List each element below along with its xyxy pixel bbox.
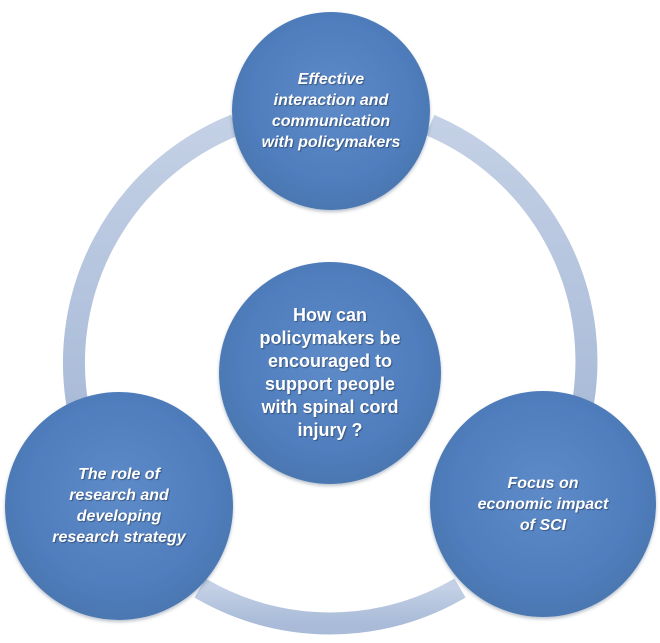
ring-arc-left <box>62 114 240 421</box>
node-top-label: Effective interaction and communication … <box>261 71 401 151</box>
node-economic-impact: Focus on economic impact of SCI <box>430 391 656 617</box>
node-research-strategy: The role of research and developing rese… <box>5 392 233 620</box>
node-right-label: Focus on economic impact of SCI <box>477 474 609 534</box>
node-effective-interaction: Effective interaction and communication … <box>232 12 430 210</box>
ring-arc-bottom <box>194 578 466 635</box>
node-central-question: How can policymakers be encouraged to su… <box>219 262 441 484</box>
node-left-label: The role of research and developing rese… <box>52 466 186 546</box>
ring-arc-right <box>425 114 598 421</box>
node-center-label: How can policymakers be encouraged to su… <box>259 305 401 440</box>
